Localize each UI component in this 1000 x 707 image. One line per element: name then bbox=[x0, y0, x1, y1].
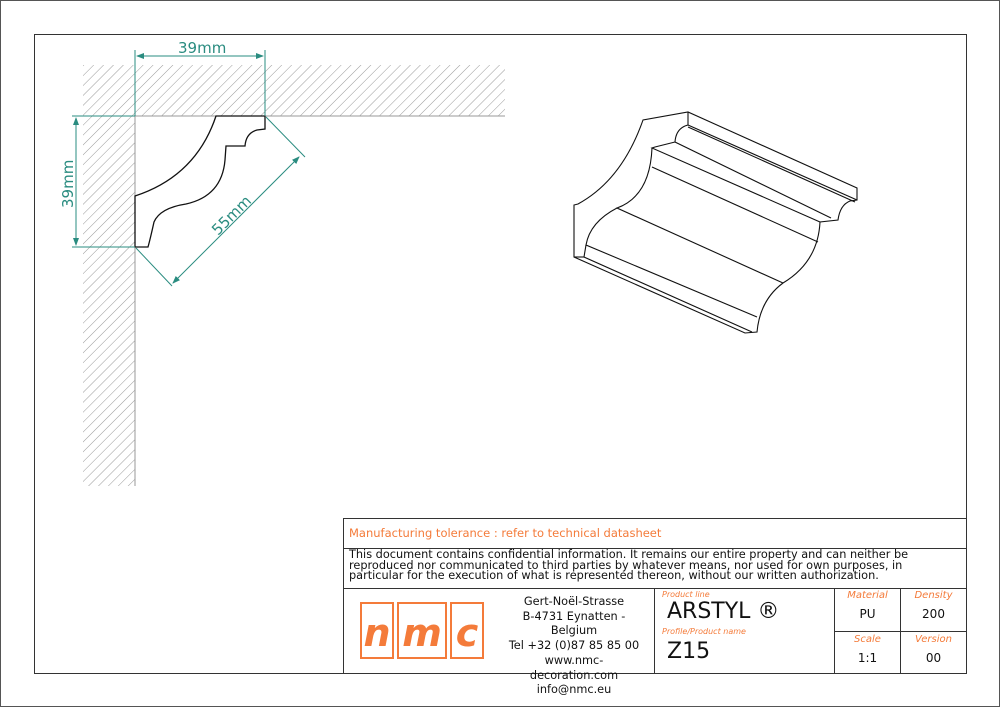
address-website[interactable]: www.nmc-decoration.com bbox=[529, 653, 619, 682]
version-label: Version bbox=[915, 634, 952, 645]
profile-name: Z15 bbox=[667, 639, 711, 664]
address-email[interactable]: info@nmc.eu bbox=[536, 683, 612, 697]
address-street: Gert-Noël-Strasse bbox=[523, 595, 625, 608]
nmc-logo: n m c bbox=[360, 602, 484, 659]
scale-value: 1:1 bbox=[857, 651, 878, 665]
manufacturing-tolerance: Manufacturing tolerance : refer to techn… bbox=[349, 526, 662, 540]
title-block: Manufacturing tolerance : refer to techn… bbox=[343, 518, 967, 696]
version-cell: Version 00 bbox=[901, 634, 966, 665]
density-cell: Density 200 bbox=[901, 590, 966, 621]
scale-label: Scale bbox=[854, 634, 881, 645]
logo-letter: n bbox=[360, 602, 394, 659]
material-cell: Material PU bbox=[835, 590, 900, 621]
material-value: PU bbox=[859, 607, 876, 621]
logo-letter: c bbox=[450, 602, 484, 659]
logo-letter: m bbox=[397, 602, 447, 659]
height-dimension: 39mm bbox=[59, 160, 77, 208]
address-phone: Tel +32 (0)87 85 85 00 bbox=[508, 639, 640, 653]
material-label: Material bbox=[847, 590, 888, 601]
isometric-view bbox=[573, 111, 858, 334]
density-value: 200 bbox=[922, 607, 945, 621]
width-dimension: 39mm bbox=[178, 39, 226, 57]
density-label: Density bbox=[914, 590, 953, 601]
company-address: Gert-Noël-Strasse B-4731 Eynatten - Belg… bbox=[504, 595, 644, 698]
scale-cell: Scale 1:1 bbox=[835, 634, 900, 665]
product-line-label: Product line bbox=[662, 590, 710, 599]
address-city: B-4731 Eynatten - Belgium bbox=[522, 609, 626, 638]
confidentiality-notice: This document contains confidential info… bbox=[349, 548, 909, 582]
wall-hatching bbox=[83, 65, 505, 486]
dimension-lines bbox=[72, 50, 306, 287]
version-value: 00 bbox=[925, 651, 942, 665]
product-line: ARSTYL ® bbox=[667, 599, 780, 624]
profile-label: Profile/Product name bbox=[662, 627, 746, 636]
